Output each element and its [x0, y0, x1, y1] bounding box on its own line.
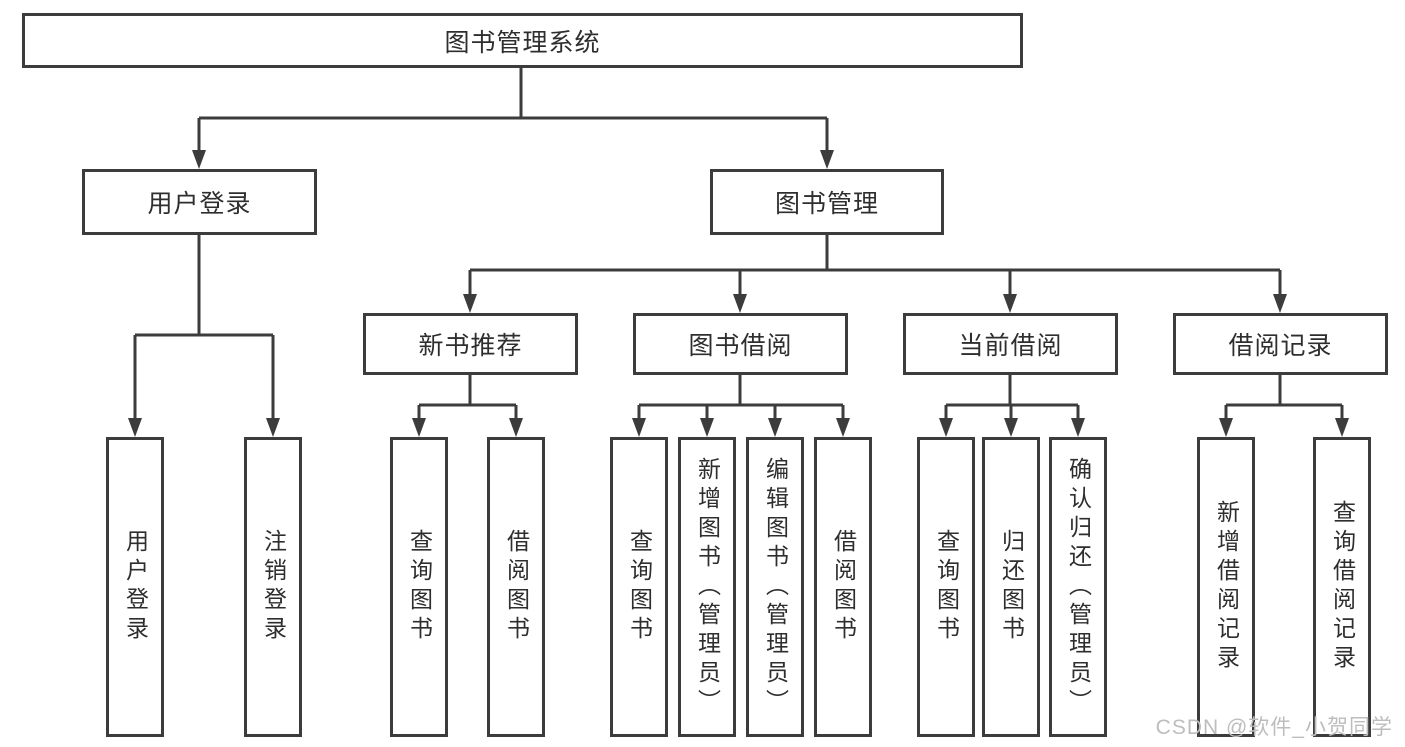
node-label: 图书管理系统: [444, 28, 601, 57]
node-label: 归还图书: [998, 529, 1025, 645]
arrow-down-icon: [700, 418, 714, 437]
node-leaf-return-books: 归还图书: [982, 437, 1040, 737]
arrow-down-icon: [836, 418, 850, 437]
node-leaf-search-borrow-record: 查询借阅记录: [1313, 437, 1371, 737]
connector-bookmgmt-to-level3: [468, 235, 1282, 296]
node-leaf-borrow-books-rec: 借阅图书: [487, 437, 545, 737]
node-leaf-confirm-return-admin: 确认归还（管理员）: [1049, 437, 1107, 737]
node-user-login: 用户登录: [82, 169, 317, 235]
node-leaf-add-books-admin: 新增图书（管理员）: [678, 437, 736, 737]
arrow-down-icon: [266, 418, 280, 437]
node-current-borrowing: 当前借阅: [903, 313, 1118, 375]
arrow-down-icon: [192, 150, 206, 169]
arrow-down-icon: [509, 418, 523, 437]
node-leaf-logout: 注销登录: [244, 437, 302, 737]
node-label: 新增借阅记录: [1213, 500, 1240, 674]
node-label: 借阅图书: [503, 529, 530, 645]
node-label: 图书管理: [774, 190, 879, 218]
watermark: CSDN @软件_小贺同学: [1155, 716, 1393, 739]
arrowheads: [128, 150, 1349, 437]
arrow-down-icon: [128, 418, 142, 437]
connector-root-to-level2: [197, 68, 829, 152]
arrow-down-icon: [412, 418, 426, 437]
arrow-down-icon: [939, 418, 953, 437]
node-library-management-system: 图书管理系统: [22, 13, 1023, 68]
node-leaf-add-borrow-record: 新增借阅记录: [1197, 437, 1255, 737]
node-leaf-search-books: 查询图书: [610, 437, 668, 737]
node-label: 借阅记录: [1228, 332, 1333, 360]
node-leaf-search-books-current: 查询图书: [917, 437, 975, 737]
connector-currentborrow-to-leaves: [944, 375, 1080, 420]
node-new-book-recommendation: 新书推荐: [363, 313, 578, 375]
node-book-borrowing: 图书借阅: [633, 313, 848, 375]
node-label: 新增图书（管理员）: [694, 456, 721, 718]
node-label: 查询图书: [933, 529, 960, 645]
node-label: 确认归还（管理员）: [1065, 456, 1092, 718]
arrow-down-icon: [1071, 418, 1085, 437]
arrow-down-icon: [1004, 418, 1018, 437]
node-label: 查询图书: [626, 529, 653, 645]
arrow-down-icon: [632, 418, 646, 437]
node-label: 查询借阅记录: [1329, 500, 1356, 674]
node-label: 新书推荐: [418, 332, 523, 360]
connector-userlogin-to-leaves: [133, 235, 275, 420]
node-leaf-search-books-rec: 查询图书: [390, 437, 448, 737]
node-leaf-borrow-books: 借阅图书: [814, 437, 872, 737]
arrow-down-icon: [1335, 418, 1349, 437]
node-label: 当前借阅: [958, 332, 1063, 360]
node-label: 用户登录: [122, 529, 149, 645]
arrow-down-icon: [463, 294, 477, 313]
node-leaf-user-login: 用户登录: [106, 437, 164, 737]
node-label: 图书借阅: [688, 332, 793, 360]
arrow-down-icon: [733, 294, 747, 313]
arrow-down-icon: [1003, 294, 1017, 313]
arrow-down-icon: [820, 150, 834, 169]
connector-newbookrec-to-leaves: [417, 375, 518, 420]
connector-borrowrecords-to-leaves: [1224, 375, 1344, 420]
node-label: 注销登录: [260, 529, 287, 645]
node-label: 用户登录: [147, 190, 252, 218]
node-borrowing-records: 借阅记录: [1173, 313, 1388, 375]
node-label: 查询图书: [406, 529, 433, 645]
arrow-down-icon: [1273, 294, 1287, 313]
connector-bookborrow-to-leaves: [637, 375, 845, 420]
node-label: 编辑图书（管理员）: [762, 456, 789, 718]
node-leaf-edit-books-admin: 编辑图书（管理员）: [746, 437, 804, 737]
node-book-management: 图书管理: [710, 169, 944, 235]
arrow-down-icon: [768, 418, 782, 437]
arrow-down-icon: [1219, 418, 1233, 437]
node-label: 借阅图书: [830, 529, 857, 645]
